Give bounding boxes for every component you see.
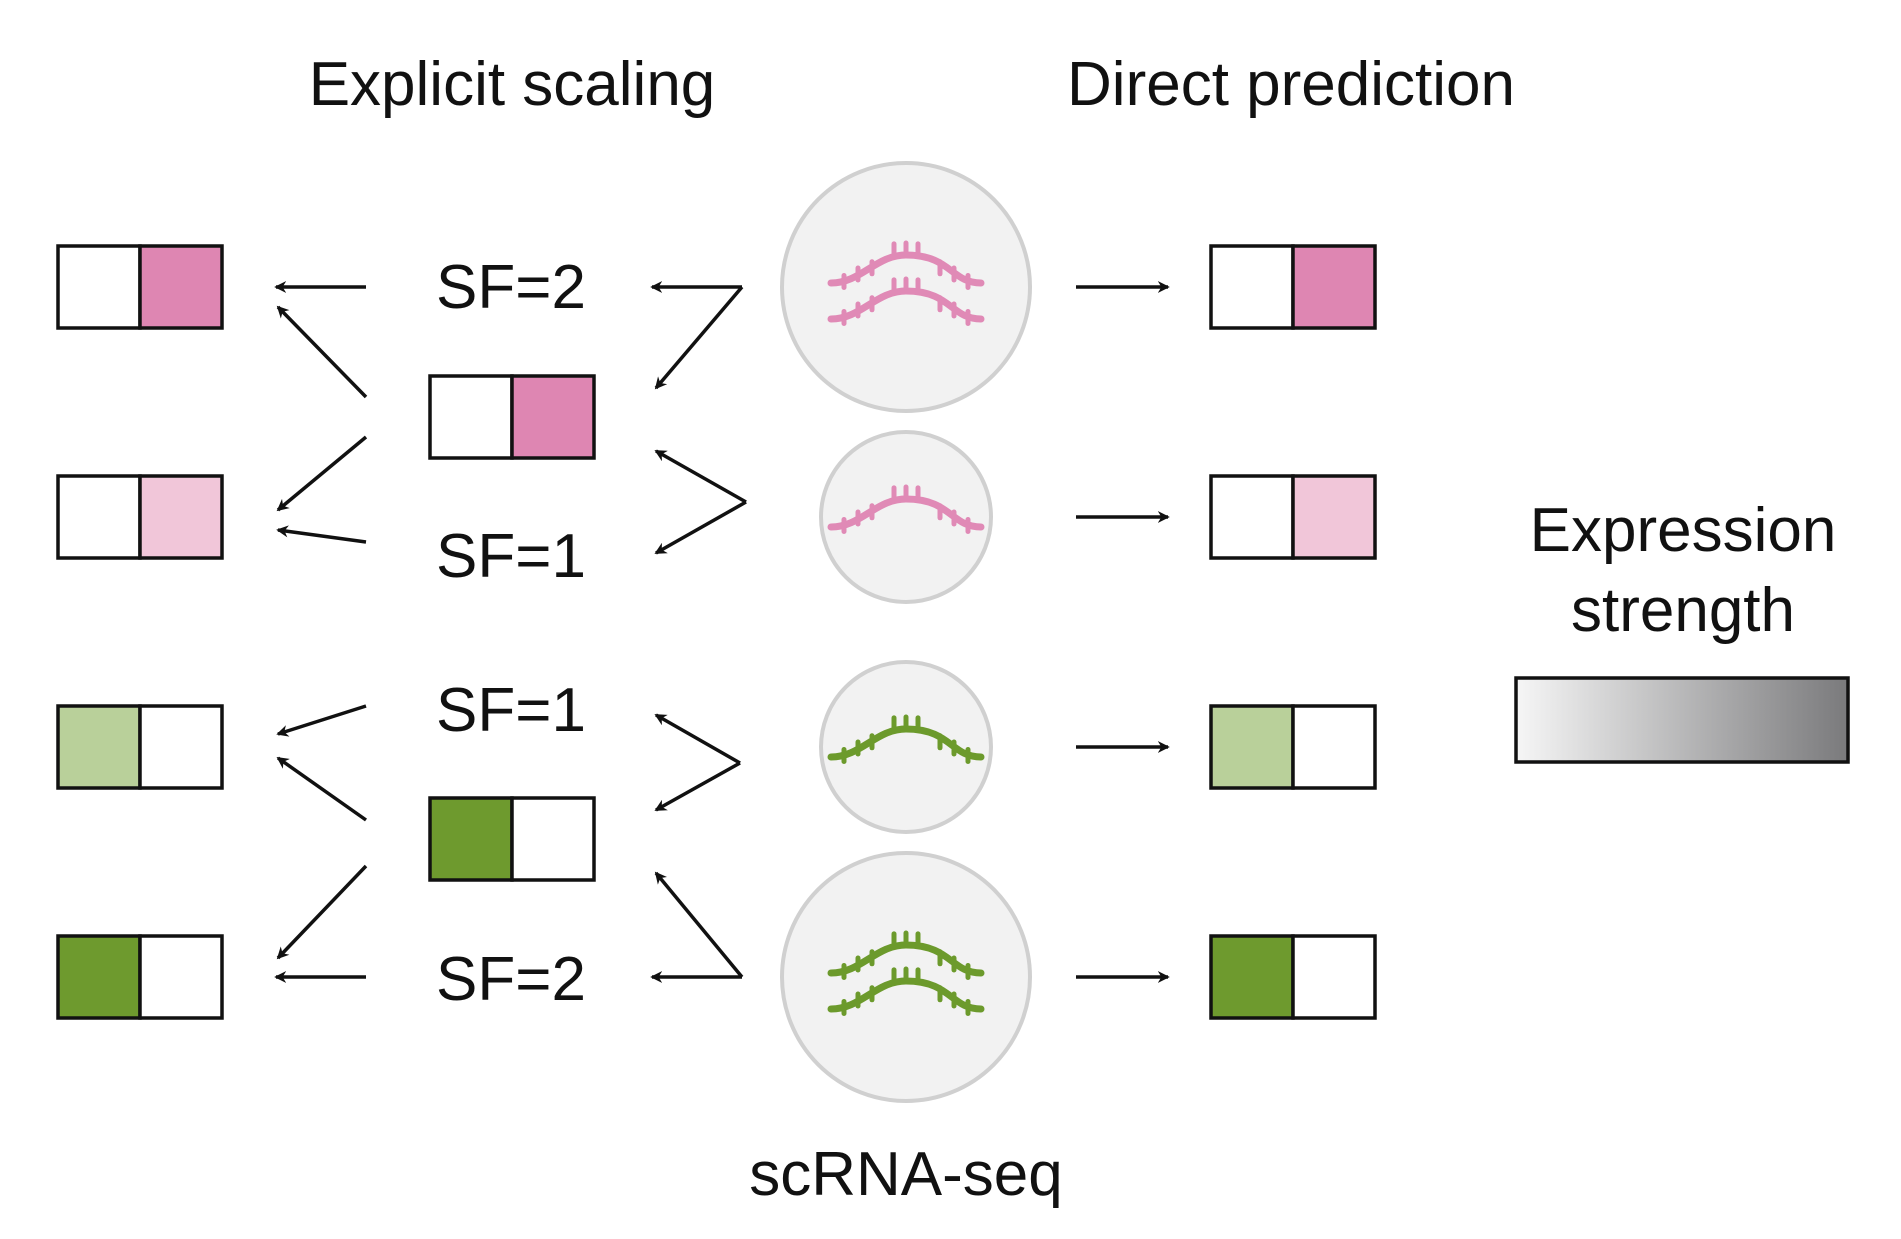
gene-b-cell — [138, 244, 224, 330]
bent-arrow — [654, 713, 741, 765]
gene-b-cell — [510, 374, 596, 460]
gene-a-cell — [56, 934, 142, 1020]
gene-a-cell — [56, 704, 142, 790]
expression-boxes — [56, 244, 1377, 1020]
bent-arrow — [654, 871, 744, 979]
expression-box — [56, 244, 224, 330]
sf-label: SF=1 — [436, 676, 586, 745]
arrow-up-left — [276, 305, 368, 399]
bent-arrow — [654, 449, 747, 504]
rna-strand-icon — [827, 276, 985, 326]
arrow-up-left — [276, 704, 367, 737]
cell-circle — [819, 430, 993, 604]
expression-box — [428, 796, 596, 882]
gene-a-cell — [1209, 704, 1295, 790]
gene-b-cell — [138, 474, 224, 560]
gene-b-cell — [1291, 474, 1377, 560]
expression-box — [1209, 244, 1377, 330]
expression-box — [56, 474, 224, 560]
arrow-up-left — [276, 756, 368, 822]
gene-a-cell — [56, 244, 142, 330]
gene-b-cell — [138, 934, 224, 1020]
gene-b-cell — [1291, 704, 1377, 790]
rna-strand-icon — [827, 966, 985, 1016]
gene-a-cell — [56, 474, 142, 560]
gene-a-cell — [1209, 934, 1295, 1020]
legend-title-line2: strength — [1571, 576, 1795, 645]
gene-b-cell — [510, 796, 596, 882]
gene-b-cell — [1291, 244, 1377, 330]
expression-box — [1209, 934, 1377, 1020]
expression-box — [56, 934, 224, 1020]
cell-circle — [819, 660, 993, 834]
arrows — [274, 281, 1170, 983]
sf-label: SF=2 — [436, 253, 586, 322]
arrow-down-left — [276, 435, 368, 512]
rna-glyphs — [827, 240, 985, 1016]
expression-box — [1209, 474, 1377, 560]
title-explicit-scaling: Explicit scaling — [309, 50, 716, 119]
bent-arrow — [654, 285, 744, 390]
gene-a-cell — [1209, 244, 1295, 330]
bent-arrow — [654, 761, 741, 812]
gene-b-cell — [1291, 934, 1377, 1020]
gene-a-cell — [428, 796, 514, 882]
sf-label: SF=2 — [436, 945, 586, 1014]
expression-strength-gradient-bar — [1514, 676, 1850, 764]
gene-b-cell — [138, 704, 224, 790]
arrow-down-left — [276, 864, 368, 960]
rna-strand-icon — [827, 930, 985, 980]
rna-strand-icon — [827, 714, 985, 764]
expression-box — [428, 374, 596, 460]
gene-a-cell — [1209, 474, 1295, 560]
rna-strand-icon — [827, 484, 985, 534]
bent-arrow — [654, 500, 747, 555]
expression-box — [56, 704, 224, 790]
expression-box — [1209, 704, 1377, 790]
gene-a-cell — [428, 374, 514, 460]
sf-label: SF=1 — [436, 522, 586, 591]
rna-strand-icon — [827, 240, 985, 290]
legend-title-line1: Expression — [1530, 496, 1837, 565]
scrna-seq-label: scRNA-seq — [749, 1140, 1063, 1209]
arrow-left — [276, 525, 367, 544]
title-direct-prediction: Direct prediction — [1067, 50, 1515, 119]
